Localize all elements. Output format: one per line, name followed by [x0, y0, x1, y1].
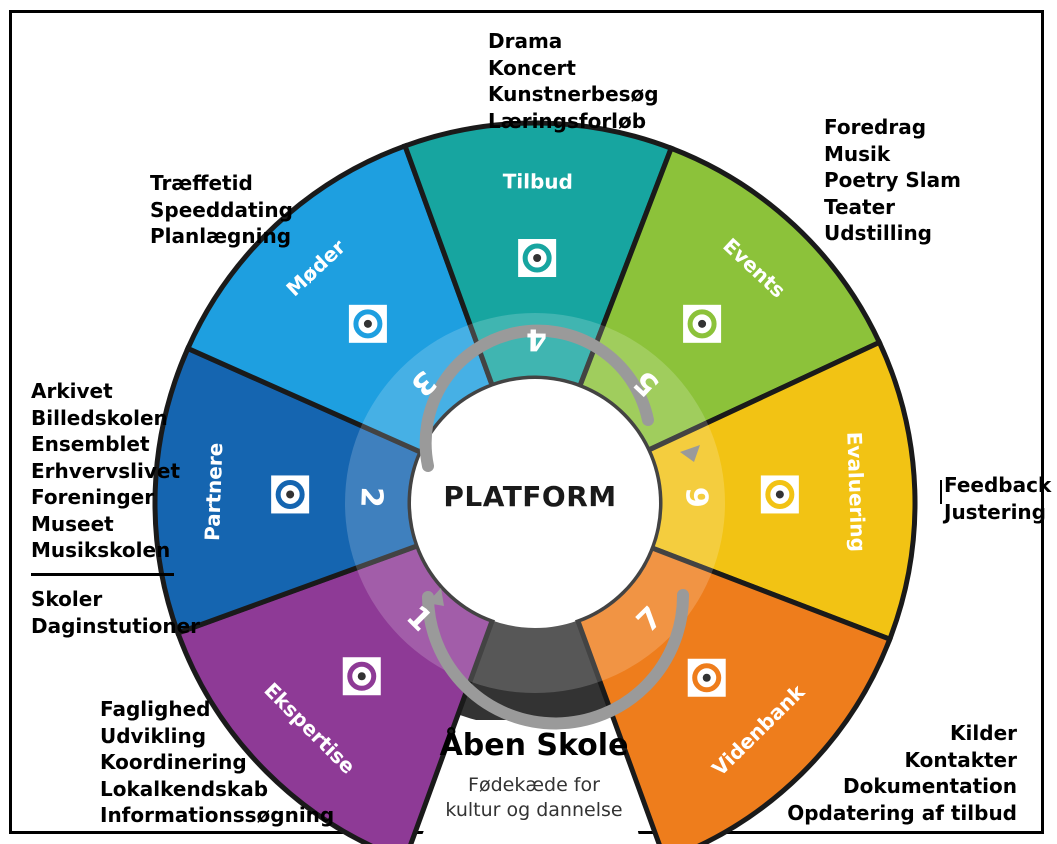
list-moder: Træffetid Speeddating Planlægning — [150, 170, 293, 250]
list-events: Foredrag Musik Poetry Slam Teater Udstil… — [824, 114, 961, 247]
center-label: PLATFORM — [443, 480, 617, 513]
list-item: Foreninger — [31, 485, 155, 509]
people-circle-icon — [348, 304, 387, 343]
list-item: Daginstutioner — [31, 613, 201, 638]
segment-label: Partnere — [200, 442, 227, 541]
list-item: Arkivet — [31, 379, 113, 403]
segment-number: 6 — [681, 486, 717, 508]
burst-icon — [683, 304, 722, 343]
list-item: Faglighed — [100, 697, 211, 721]
list-tilbud: Drama Koncert Kunstnerbesøg Læringsforlø… — [488, 28, 659, 134]
list-item: Poetry Slam — [824, 168, 961, 192]
list-item: Justering — [944, 499, 1046, 524]
segment-number: 4 — [526, 321, 547, 356]
list-item: Dokumentation — [843, 774, 1017, 798]
list-item: Planlægning — [150, 224, 292, 248]
list-item: Kilder — [950, 721, 1017, 745]
list-item: Koncert — [488, 55, 576, 80]
segment-ekspertise — [174, 542, 496, 844]
center-circle — [411, 379, 659, 627]
gears-icon — [342, 657, 381, 696]
bottom-subtitle: Fødekæde for kultur og dannelse — [420, 773, 648, 823]
segment-videnbank — [574, 544, 893, 844]
cycle-arrow-top-head — [680, 445, 700, 462]
brain-head-icon — [687, 658, 726, 697]
segment-label: Evaluering — [842, 431, 870, 552]
list-item: Museet — [31, 511, 114, 536]
bottom-panel — [420, 720, 640, 840]
list-divider — [31, 573, 174, 576]
segment-number: 2 — [353, 486, 389, 508]
handshake-icon — [271, 475, 310, 514]
list-item: Speeddating — [150, 197, 293, 222]
list-item: Kontakter — [904, 747, 1017, 772]
list-marker — [940, 480, 942, 504]
magnifier-gear-icon — [760, 475, 799, 514]
list-item: Lokalkendskab — [100, 776, 269, 801]
list-videnbank: Kilder Kontakter Dokumentation Opdaterin… — [770, 720, 1017, 826]
list-item: Kunstnerbesøg — [488, 82, 659, 106]
list-item: Skoler — [31, 587, 103, 611]
list-item: Læringsforløb — [488, 108, 647, 133]
segment-møder — [184, 142, 496, 456]
list-item: Træffetid — [150, 171, 253, 195]
list-item: Udstilling — [824, 221, 932, 245]
bottom-subtitle-line1: Fødekæde for — [468, 774, 600, 796]
cycle-arrow-bottom-head — [427, 588, 444, 606]
list-item: Informationssøgning — [100, 803, 335, 827]
list-item: Billedskolen — [31, 405, 168, 430]
base-segment — [458, 620, 612, 728]
list-item: Musik — [824, 141, 891, 166]
list-ekspertise: Faglighed Udvikling Koordinering Lokalke… — [100, 696, 334, 829]
list-item: Ensemblet — [31, 432, 150, 456]
list-item: Foredrag — [824, 115, 927, 139]
segment-label: Tilbud — [503, 169, 573, 194]
list-item: Erhvervslivet — [31, 458, 181, 483]
list-partnere-extra: Skoler Daginstutioner — [31, 586, 200, 639]
cycle-arrow-top — [419, 324, 654, 472]
list-item: Koordinering — [100, 750, 247, 774]
list-evaluering: Feedback Justering — [944, 472, 1051, 525]
list-item: Teater — [824, 194, 896, 219]
bottom-title: Åben Skole — [439, 728, 629, 763]
list-partnere: Arkivet Billedskolen Ensemblet Erhvervsl… — [31, 378, 180, 564]
list-item: Musikskolen — [31, 538, 171, 562]
list-item: Drama — [488, 29, 563, 53]
cycle-arrow-bottom — [422, 589, 690, 730]
list-item: Feedback — [944, 473, 1052, 497]
hand-check-icon — [518, 239, 557, 278]
list-item: Udvikling — [100, 723, 207, 748]
bottom-subtitle-line2: kultur og dannelse — [445, 799, 623, 821]
list-item: Opdatering af tilbud — [787, 800, 1017, 825]
